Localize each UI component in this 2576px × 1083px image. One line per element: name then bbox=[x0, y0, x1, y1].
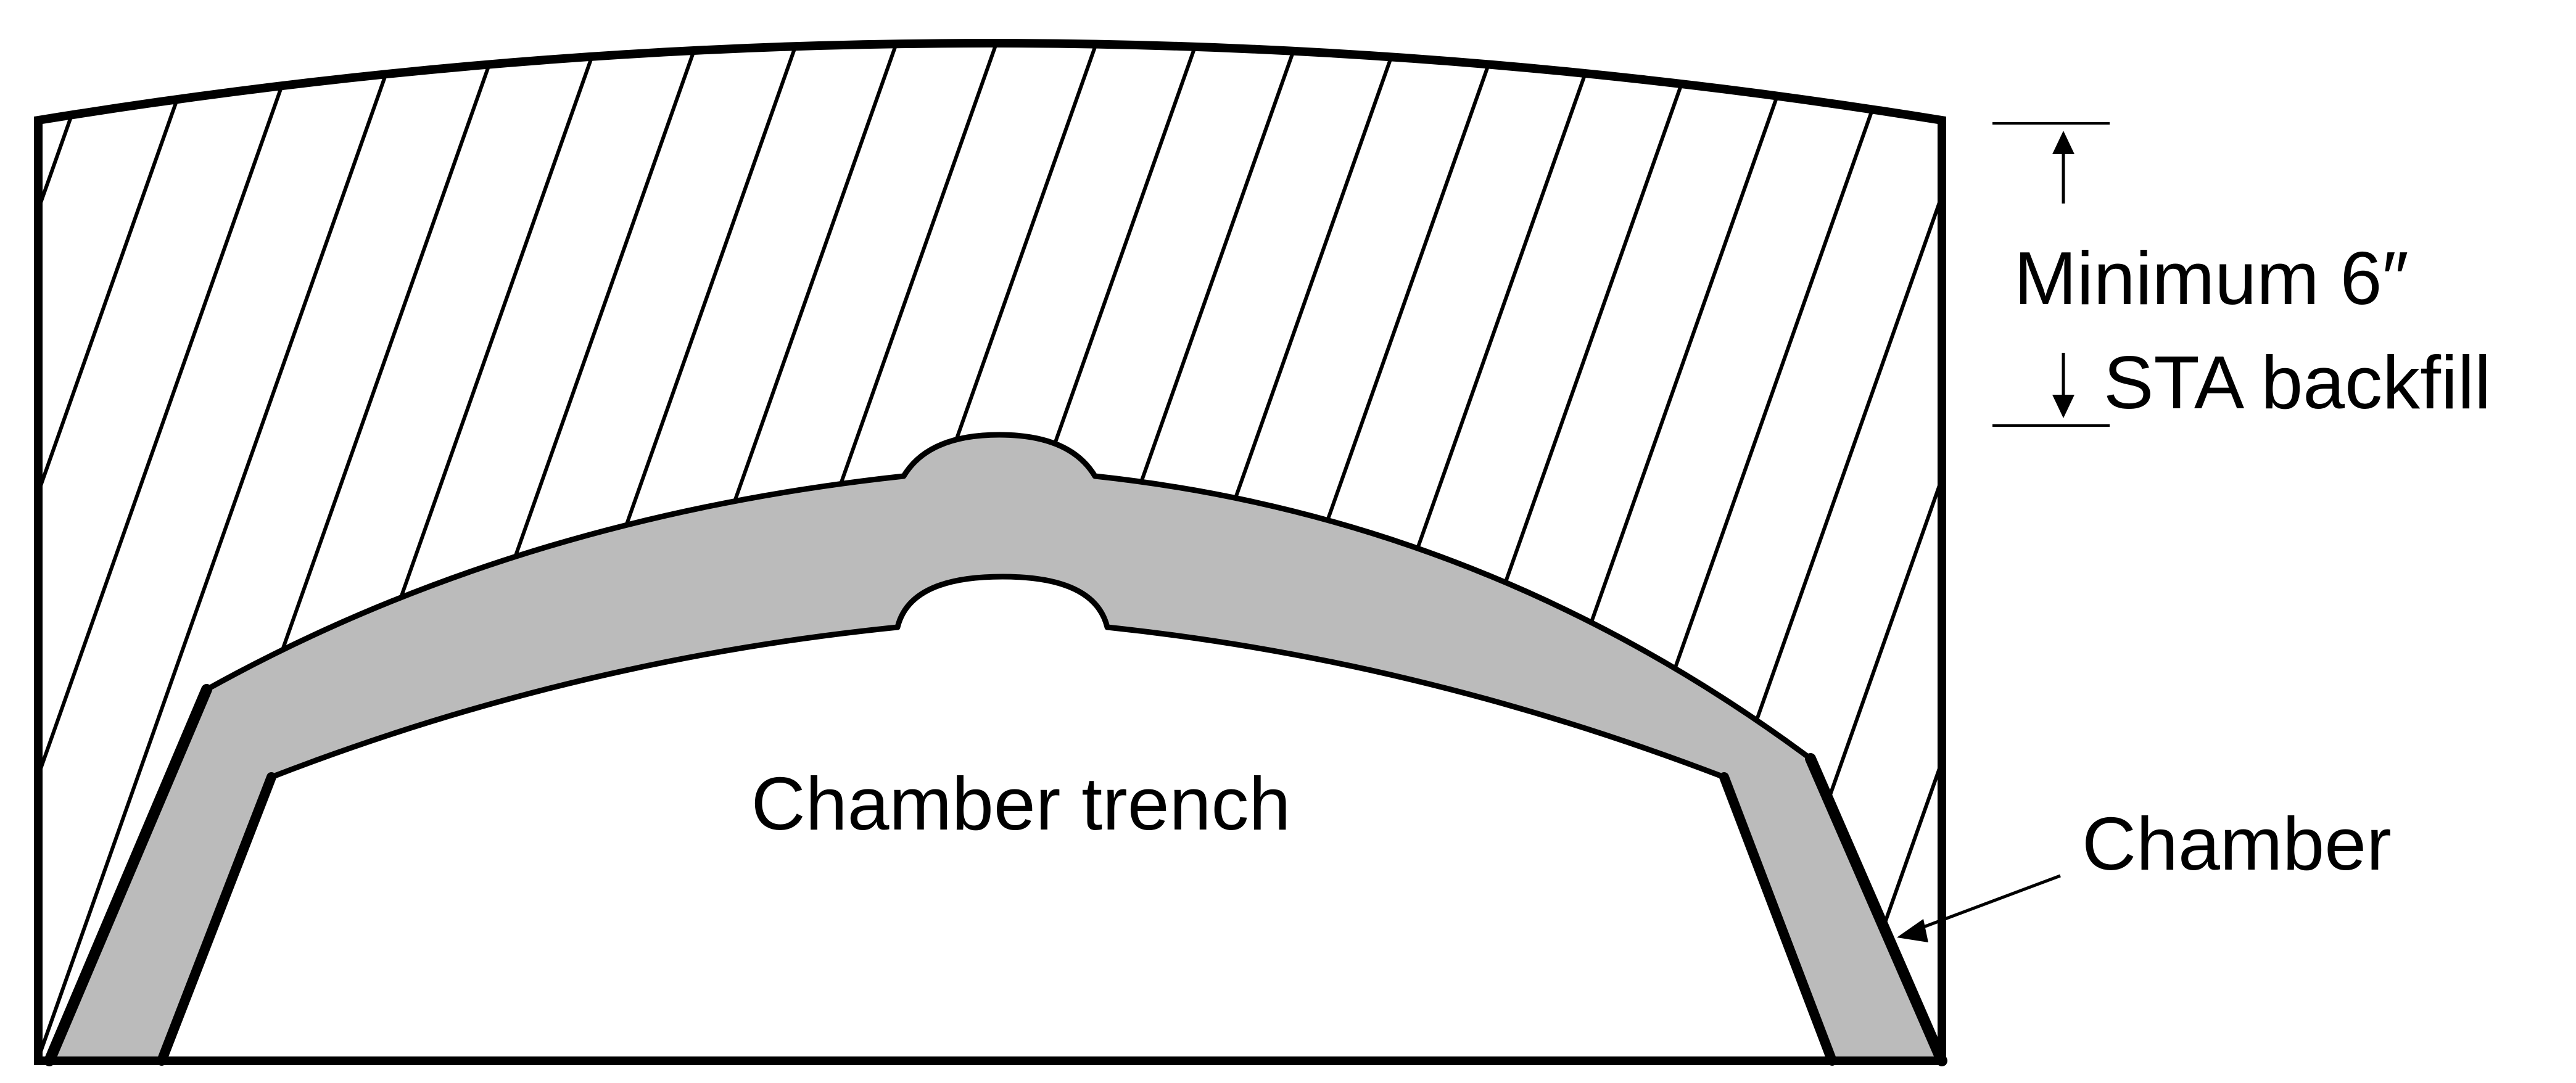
hatch-line bbox=[1427, 43, 1813, 1061]
chamber-trench-label: Chamber trench bbox=[751, 762, 1291, 846]
arrow-down-icon bbox=[2052, 395, 2074, 418]
arrow-up-icon bbox=[2052, 131, 2074, 154]
chamber-leader-line bbox=[1915, 874, 2061, 932]
sta-backfill-label: STA backfill bbox=[2103, 340, 2491, 424]
chamber-shell bbox=[46, 432, 1945, 1064]
hatch-line bbox=[38, 43, 114, 1061]
hatch-line bbox=[228, 43, 614, 1061]
trench-outline bbox=[34, 39, 1946, 1065]
chamber-pointer-arrow-icon bbox=[1897, 919, 1928, 942]
hatch-line bbox=[2028, 0, 2411, 1083]
hatch-line bbox=[0, 0, 12, 1083]
chamber-right-inner-wall bbox=[1719, 772, 1837, 1066]
hatch-line bbox=[2128, 0, 2511, 1083]
hatch-line bbox=[38, 43, 214, 1061]
chamber-left-inner-wall bbox=[157, 772, 276, 1066]
hatch-line bbox=[38, 43, 314, 1061]
chamber-left-outer-wall bbox=[44, 684, 212, 1066]
hatch-line bbox=[1926, 43, 1942, 1061]
minimum-backfill-dimension bbox=[1992, 122, 2110, 427]
chamber-label: Chamber bbox=[2082, 802, 2392, 886]
hatch-line bbox=[1827, 43, 1942, 1061]
hatch-line bbox=[38, 43, 414, 1061]
chamber-right-outer-wall bbox=[1805, 753, 1947, 1066]
minimum-depth-label: Minimum 6″ bbox=[2014, 236, 2409, 320]
